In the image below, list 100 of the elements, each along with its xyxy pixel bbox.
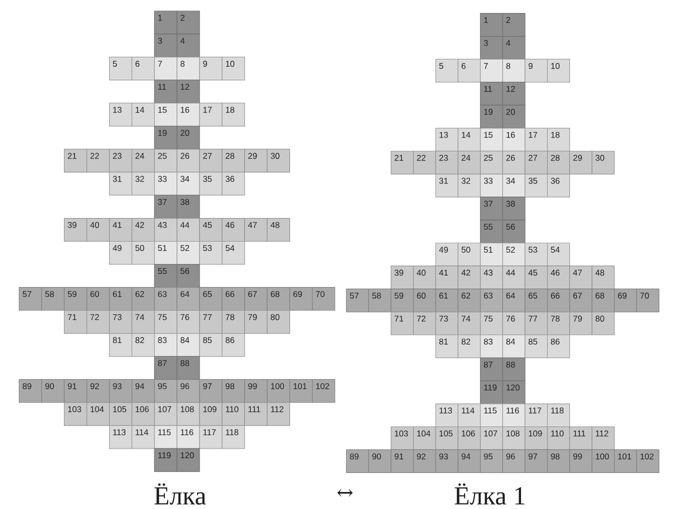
numbered-cell: 111 bbox=[569, 426, 592, 450]
numbered-cell: 50 bbox=[458, 242, 481, 266]
numbered-cell: 30 bbox=[592, 150, 615, 174]
numbered-cell: 109 bbox=[524, 426, 548, 450]
numbered-cell: 34 bbox=[176, 172, 200, 196]
numbered-cell: 33 bbox=[480, 174, 503, 198]
numbered-cell: 68 bbox=[592, 288, 615, 312]
numbered-cell: 26 bbox=[502, 150, 526, 174]
numbered-cell: 98 bbox=[547, 449, 570, 473]
numbered-cell: 94 bbox=[132, 379, 155, 403]
numbered-cell: 97 bbox=[524, 449, 548, 473]
numbered-cell: 113 bbox=[435, 403, 458, 428]
numbered-cell: 29 bbox=[569, 150, 592, 174]
numbered-cell: 83 bbox=[480, 334, 503, 358]
numbered-cell: 32 bbox=[132, 172, 155, 196]
numbered-cell: 88 bbox=[176, 356, 200, 380]
numbered-cell: 74 bbox=[458, 312, 481, 336]
numbered-cell: 40 bbox=[86, 218, 110, 242]
numbered-cell: 45 bbox=[524, 266, 548, 290]
numbered-cell: 64 bbox=[176, 287, 200, 311]
numbered-cell: 90 bbox=[368, 449, 392, 473]
numbered-cell: 6 bbox=[132, 56, 155, 80]
numbered-cell: 103 bbox=[390, 426, 414, 450]
numbered-cell: 115 bbox=[154, 425, 178, 449]
numbered-cell: 29 bbox=[244, 148, 268, 172]
numbered-cell: 21 bbox=[64, 148, 88, 172]
numbered-cell: 76 bbox=[176, 310, 200, 334]
numbered-cell: 87 bbox=[480, 358, 503, 382]
numbered-cell: 4 bbox=[176, 34, 200, 58]
numbered-cell: 5 bbox=[109, 56, 132, 80]
numbered-cell: 107 bbox=[154, 402, 178, 426]
numbered-cell: 106 bbox=[132, 402, 155, 426]
numbered-cell: 112 bbox=[592, 426, 615, 450]
numbered-cell: 118 bbox=[547, 403, 570, 428]
numbered-cell: 49 bbox=[109, 240, 132, 265]
numbered-cell: 117 bbox=[199, 425, 222, 449]
numbered-cell: 52 bbox=[502, 242, 526, 266]
numbered-cell: 105 bbox=[109, 402, 132, 426]
numbered-cell: 95 bbox=[154, 379, 178, 403]
numbered-cell: 41 bbox=[435, 266, 458, 290]
numbered-cell: 110 bbox=[547, 426, 570, 450]
numbered-cell: 81 bbox=[435, 334, 458, 358]
numbered-cell: 28 bbox=[547, 150, 570, 174]
numbered-cell: 53 bbox=[199, 240, 222, 265]
numbered-cell: 49 bbox=[435, 242, 458, 266]
arrow-symbol: ↔ bbox=[337, 488, 353, 497]
numbered-cell: 100 bbox=[592, 449, 615, 473]
numbered-cell: 86 bbox=[547, 334, 570, 358]
numbered-cell: 115 bbox=[480, 403, 503, 428]
numbered-cell: 76 bbox=[502, 312, 526, 336]
numbered-cell: 60 bbox=[413, 288, 436, 312]
numbered-cell: 59 bbox=[64, 287, 88, 311]
numbered-cell: 81 bbox=[109, 333, 132, 357]
numbered-cell: 17 bbox=[524, 128, 548, 152]
numbered-cell: 28 bbox=[222, 148, 245, 172]
numbered-cell: 23 bbox=[435, 150, 458, 174]
numbered-cell: 113 bbox=[109, 425, 132, 449]
numbered-cell: 72 bbox=[86, 310, 110, 334]
numbered-cell: 5 bbox=[435, 58, 458, 82]
numbered-cell: 116 bbox=[176, 425, 200, 449]
numbered-cell: 8 bbox=[502, 58, 526, 82]
numbered-cell: 96 bbox=[502, 449, 526, 473]
numbered-cell: 39 bbox=[64, 218, 88, 242]
numbered-cell: 37 bbox=[154, 194, 178, 219]
numbered-cell: 71 bbox=[64, 310, 88, 334]
numbered-cell: 35 bbox=[524, 174, 548, 198]
numbered-cell: 21 bbox=[390, 150, 414, 174]
numbered-cell: 84 bbox=[176, 333, 200, 357]
numbered-cell: 14 bbox=[132, 102, 155, 126]
numbered-cell: 109 bbox=[199, 402, 222, 426]
numbered-cell: 70 bbox=[312, 287, 336, 311]
numbered-cell: 11 bbox=[480, 82, 503, 106]
numbered-cell: 75 bbox=[154, 310, 178, 334]
numbered-cell: 39 bbox=[390, 266, 414, 290]
numbered-cell: 9 bbox=[199, 56, 222, 80]
numbered-cell: 111 bbox=[244, 402, 268, 426]
numbered-cell: 45 bbox=[199, 218, 222, 242]
numbered-cell: 15 bbox=[154, 102, 178, 126]
numbered-cell: 35 bbox=[199, 172, 222, 196]
numbered-cell: 20 bbox=[176, 126, 200, 150]
numbered-cell: 78 bbox=[547, 312, 570, 336]
numbered-cell: 63 bbox=[154, 287, 178, 311]
numbered-cell: 85 bbox=[524, 334, 548, 358]
numbered-cell: 91 bbox=[64, 379, 88, 403]
numbered-cell: 3 bbox=[480, 36, 503, 60]
numbered-cell: 75 bbox=[480, 312, 503, 336]
numbered-cell: 99 bbox=[244, 379, 268, 403]
numbered-cell: 58 bbox=[368, 288, 392, 312]
numbered-cell: 116 bbox=[502, 403, 526, 428]
numbered-cell: 4 bbox=[502, 36, 526, 60]
numbered-cell: 104 bbox=[86, 402, 110, 426]
numbered-cell: 59 bbox=[390, 288, 414, 312]
numbered-cell: 13 bbox=[109, 102, 132, 126]
numbered-cell: 54 bbox=[222, 240, 245, 265]
numbered-cell: 80 bbox=[592, 312, 615, 336]
numbered-cell: 13 bbox=[435, 128, 458, 152]
numbered-cell: 71 bbox=[390, 312, 414, 336]
numbered-cell: 12 bbox=[502, 82, 526, 106]
numbered-cell: 54 bbox=[547, 242, 570, 266]
numbered-cell: 112 bbox=[266, 402, 290, 426]
